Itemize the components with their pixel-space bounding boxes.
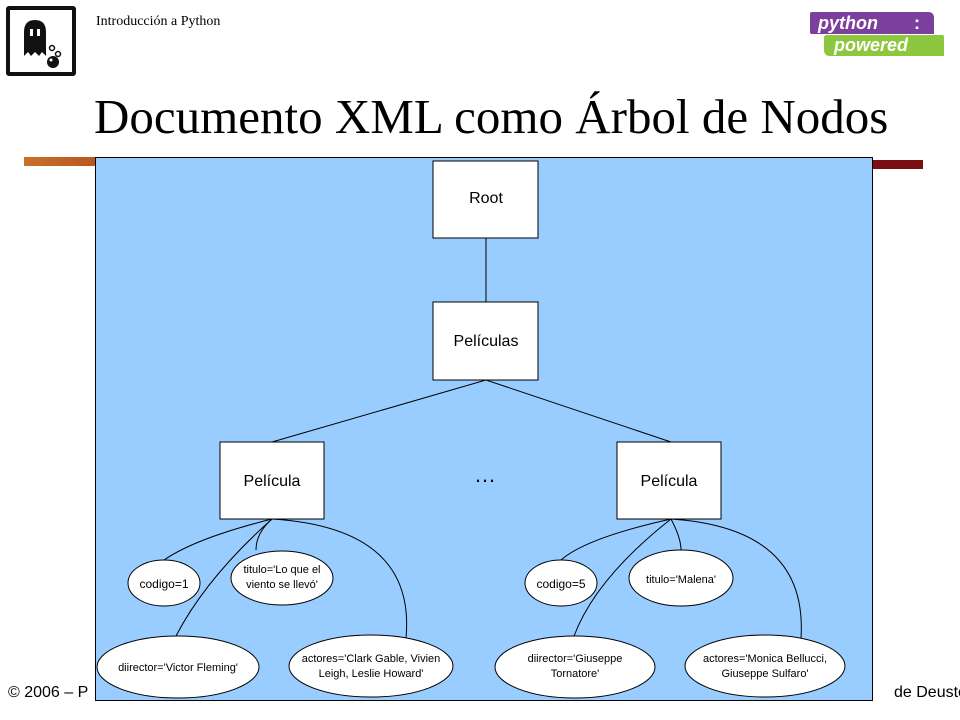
edge-pelicula-1-codigo	[163, 518, 273, 561]
title-rule-right	[873, 160, 923, 169]
attr-actores-2: actores='Monica Bellucci, Giuseppe Sulfa…	[684, 634, 846, 698]
attr-codigo-1-label: codigo=1	[139, 577, 188, 591]
attr-director-1-label: diirector='Victor Fleming'	[118, 662, 238, 674]
node-root-label: Root	[469, 190, 503, 207]
edge-pelicula-2-director	[573, 518, 672, 637]
edge-pelicula-2-titulo	[670, 518, 682, 551]
attr-titulo-2: titulo='Malena'	[628, 549, 734, 607]
attr-titulo-1-line2: viento se llevó'	[246, 579, 318, 591]
node-root: Root	[432, 160, 539, 239]
attr-actores-2-line2: Giuseppe Sulfaro'	[721, 668, 808, 680]
attr-actores-1-line2: Leigh, Leslie Howard'	[319, 668, 424, 680]
edge-peliculas-pelicula-2	[485, 379, 672, 443]
attr-actores-1-line1: actores='Clark Gable, Vivien	[302, 653, 441, 665]
node-pelicula-2-label: Película	[641, 473, 698, 490]
attr-director-2: diirector='Giuseppe Tornatore'	[494, 635, 656, 699]
ghost-icon	[24, 20, 62, 68]
ghost-logo	[6, 6, 76, 76]
attr-codigo-2-label: codigo=5	[536, 577, 585, 591]
attr-titulo-1-line1: titulo='Lo que el	[243, 564, 320, 576]
ellipsis-text: …	[474, 462, 496, 487]
logo-text-python: python	[817, 13, 878, 33]
node-peliculas: Películas	[432, 301, 539, 381]
attr-titulo-1: titulo='Lo que el viento se llevó'	[230, 550, 334, 606]
logo-separator: :	[914, 13, 920, 33]
title-rule-left	[24, 157, 96, 166]
edge-pelicula-2-actores	[670, 518, 802, 639]
node-pelicula-1: Película	[219, 441, 325, 520]
footer-left-text: © 2006 – P	[8, 684, 89, 701]
slide-title: Documento XML como Árbol de Nodos	[94, 89, 889, 144]
logo-text-powered: powered	[833, 35, 909, 55]
edge-pelicula-2-codigo	[560, 518, 672, 561]
node-peliculas-label: Películas	[454, 333, 519, 350]
footer-right-text: de Deusto	[894, 684, 960, 701]
edge-pelicula-1-director	[175, 518, 273, 637]
python-powered-logo: python : powered	[808, 8, 948, 60]
attr-codigo-2: codigo=5	[524, 559, 598, 607]
attr-director-1: diirector='Victor Fleming'	[96, 635, 260, 699]
node-pelicula-1-label: Película	[244, 473, 301, 490]
attr-actores-1: actores='Clark Gable, Vivien Leigh, Lesl…	[288, 634, 454, 698]
attr-director-2-line1: diirector='Giuseppe	[528, 653, 623, 665]
xml-tree-diagram: Root Películas Película Película … codig…	[95, 157, 873, 701]
edge-peliculas-pelicula-1	[271, 379, 487, 443]
attr-codigo-1: codigo=1	[127, 559, 201, 607]
attr-director-2-line2: Tornatore'	[551, 668, 600, 680]
edge-pelicula-1-actores	[271, 518, 408, 639]
attr-actores-2-line1: actores='Monica Bellucci,	[703, 653, 827, 665]
course-name: Introducción a Python	[96, 14, 221, 29]
attr-titulo-2-label: titulo='Malena'	[646, 574, 716, 586]
node-pelicula-2: Película	[616, 441, 722, 520]
edge-pelicula-1-titulo	[255, 518, 273, 551]
